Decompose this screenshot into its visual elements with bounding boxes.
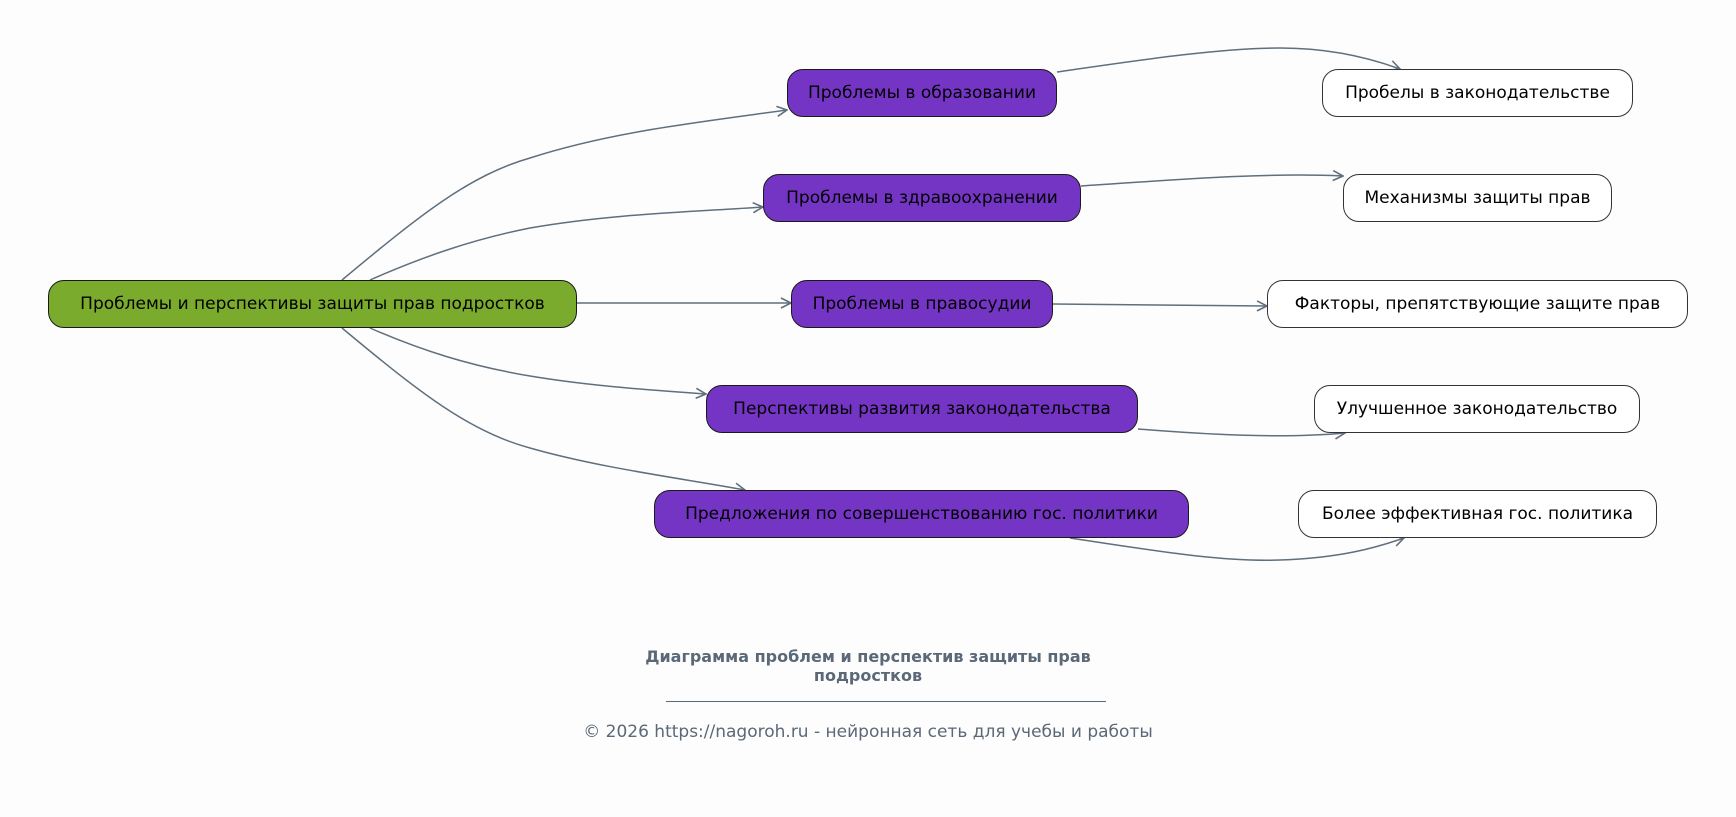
edge-root-b2: [369, 207, 763, 281]
node-label: Факторы, препятствующие защите прав: [1294, 294, 1661, 314]
node-legislation-prospects[interactable]: Перспективы развития законодательства: [706, 385, 1138, 433]
edge-b2-c2: [1080, 175, 1343, 187]
node-label: Механизмы защиты прав: [1364, 188, 1591, 208]
node-label: Пробелы в законодательстве: [1345, 83, 1610, 103]
edge-root-b5: [341, 327, 745, 490]
edge-b3-c3: [1052, 304, 1267, 306]
node-improved-legislation[interactable]: Улучшенное законодательство: [1314, 385, 1640, 433]
node-label: Проблемы в здравоохранении: [786, 188, 1058, 208]
diagram-title-line1: Диаграмма проблем и перспектив защиты пр…: [645, 647, 1091, 666]
node-label: Предложения по совершенствованию гос. по…: [685, 504, 1158, 524]
edge-b4-c4: [1137, 429, 1345, 436]
node-problems-healthcare[interactable]: Проблемы в здравоохранении: [763, 174, 1081, 222]
edge-root-b4: [369, 327, 706, 394]
node-root[interactable]: Проблемы и перспективы защиты прав подро…: [48, 280, 577, 328]
diagram-title: Диаграмма проблем и перспектив защиты пр…: [0, 647, 1736, 685]
diagram-title-line2: подростков: [813, 666, 923, 685]
node-label: Проблемы в образовании: [807, 83, 1037, 103]
footer-divider: [666, 701, 1106, 702]
node-label: Проблемы в правосудии: [812, 294, 1032, 314]
edge-b1-c1: [1056, 47, 1400, 73]
node-label: Более эффективная гос. политика: [1321, 504, 1634, 524]
node-label: Перспективы развития законодательства: [733, 399, 1111, 419]
node-effective-policy[interactable]: Более эффективная гос. политика: [1298, 490, 1657, 538]
edge-b5-c5: [1069, 538, 1404, 561]
node-problems-education[interactable]: Проблемы в образовании: [787, 69, 1057, 117]
node-policy-proposals[interactable]: Предложения по совершенствованию гос. по…: [654, 490, 1189, 538]
node-protection-mechanisms[interactable]: Механизмы защиты прав: [1343, 174, 1612, 222]
node-legislation-gaps[interactable]: Пробелы в законодательстве: [1322, 69, 1633, 117]
node-root-label: Проблемы и перспективы защиты прав подро…: [80, 294, 545, 314]
copyright-text: © 2026 https://nagoroh.ru - нейронная се…: [583, 722, 1153, 742]
node-label: Улучшенное законодательство: [1336, 399, 1618, 419]
edge-root-b1: [341, 110, 787, 281]
node-obstacle-factors[interactable]: Факторы, препятствующие защите прав: [1267, 280, 1688, 328]
node-problems-justice[interactable]: Проблемы в правосудии: [791, 280, 1053, 328]
